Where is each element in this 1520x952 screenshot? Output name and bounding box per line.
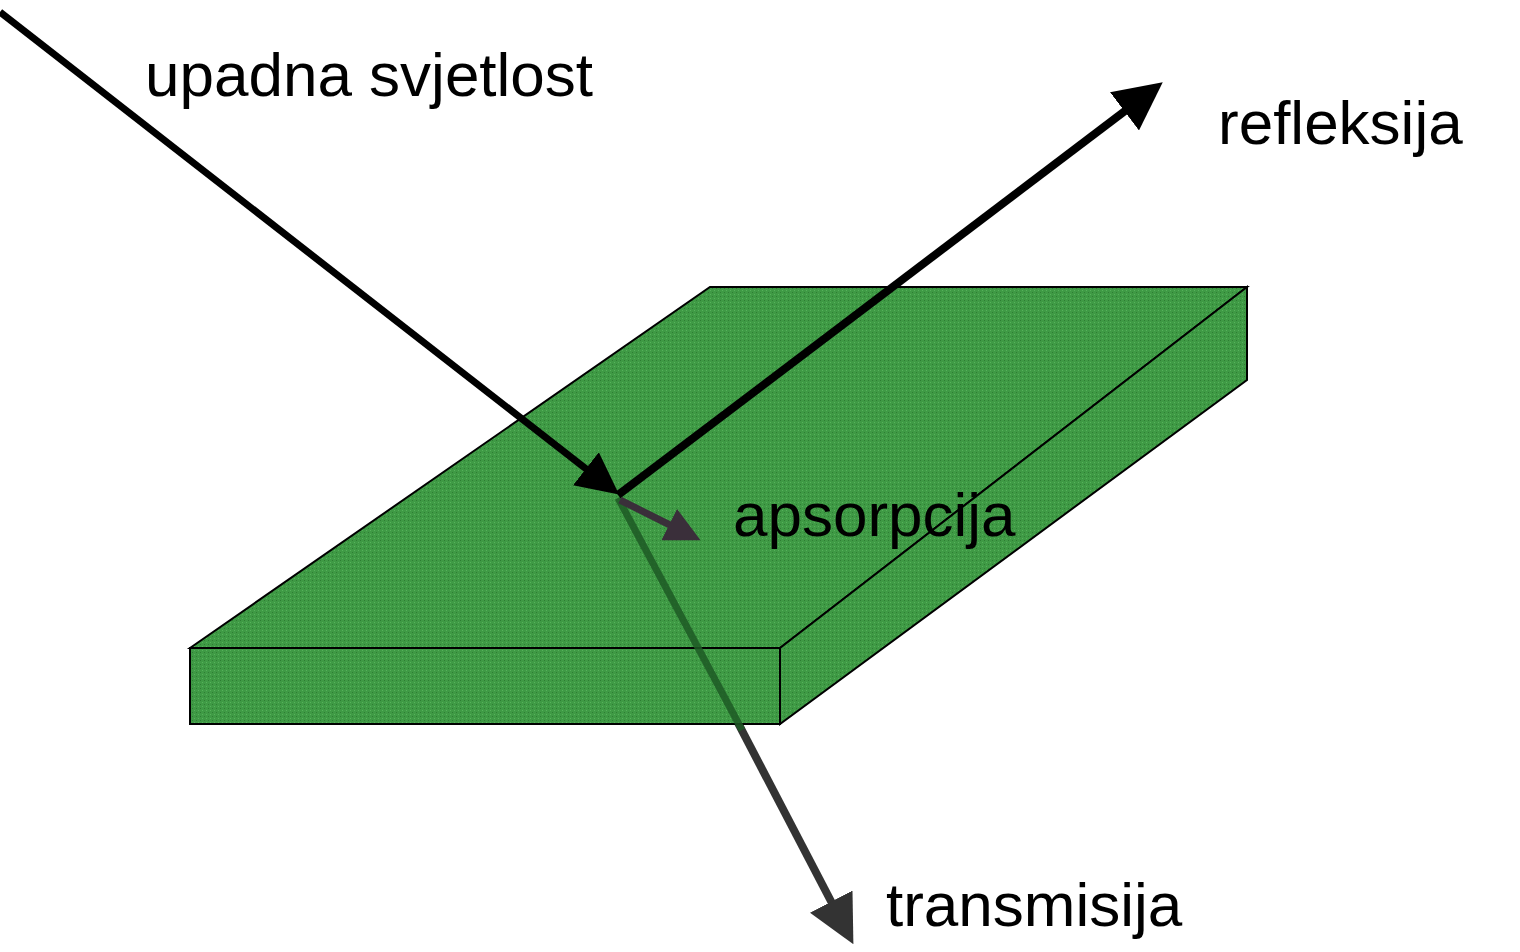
slab-front bbox=[190, 648, 780, 724]
reflection-label: refleksija bbox=[1218, 92, 1463, 154]
incident-arrow bbox=[0, 12, 608, 486]
reflection-arrow bbox=[618, 92, 1150, 495]
absorption-arrow bbox=[620, 500, 688, 534]
absorption-label: apsorpcija bbox=[733, 484, 1016, 546]
incident-label: upadna svjetlost bbox=[145, 44, 593, 106]
transmission-label: transmisija bbox=[886, 874, 1182, 936]
transmission-inside bbox=[618, 498, 742, 730]
